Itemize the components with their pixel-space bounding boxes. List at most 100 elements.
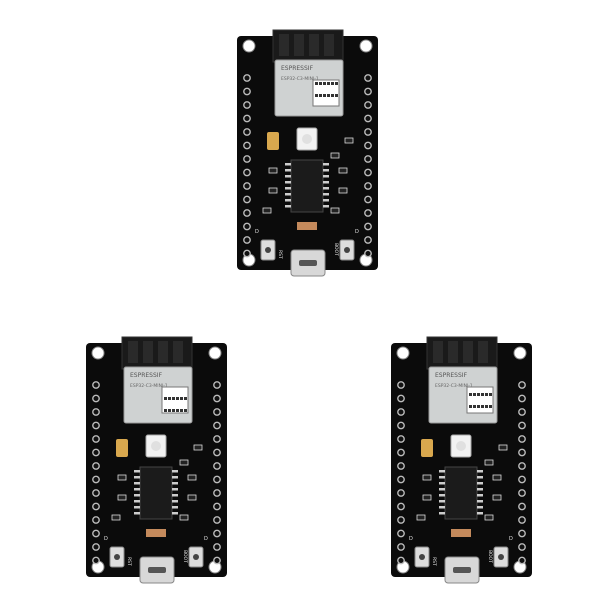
- chip-pin: [172, 494, 178, 497]
- mounting-hole: [359, 39, 373, 53]
- mounting-hole: [208, 346, 222, 360]
- usb-uart-chip: [139, 466, 173, 520]
- micro-usb-opening: [453, 567, 471, 573]
- resistor: [146, 529, 166, 537]
- rst-button-knob: [419, 554, 425, 560]
- chip-pin: [477, 470, 483, 473]
- chip-pin: [323, 181, 329, 184]
- chip-pin: [323, 205, 329, 208]
- pin-left: [92, 475, 100, 484]
- smd-component: [262, 207, 272, 214]
- chip-pin: [134, 482, 140, 485]
- pin-left: [243, 114, 251, 123]
- chip-pin: [439, 482, 445, 485]
- pin-left: [397, 516, 405, 524]
- rst-label: RST: [431, 557, 437, 566]
- pin-left: [243, 168, 251, 177]
- pin-right: [213, 529, 221, 538]
- pin-right: [213, 556, 221, 565]
- module-qr-code: [466, 386, 494, 414]
- chip-pin: [285, 199, 291, 202]
- pin-left: [397, 502, 405, 511]
- pin-left: [92, 502, 100, 511]
- pin-left: [92, 516, 100, 524]
- module-qr-code: [312, 79, 340, 107]
- pin-right: [213, 381, 221, 389]
- chip-pin: [439, 512, 445, 515]
- marker-right: D: [509, 536, 513, 542]
- resistor: [451, 529, 471, 537]
- pin-right: [364, 249, 372, 258]
- marker-right: D: [204, 536, 208, 542]
- antenna-rib: [294, 34, 304, 56]
- pin-right: [518, 543, 526, 551]
- led-lens: [151, 441, 161, 451]
- smd-component: [187, 494, 197, 501]
- pin-left: [243, 222, 251, 231]
- boot-label: BOOT: [333, 243, 339, 256]
- resistor: [297, 222, 317, 230]
- chip-pin: [477, 494, 483, 497]
- chip-pin: [323, 193, 329, 196]
- chip-pin: [285, 205, 291, 208]
- smd-component: [422, 474, 432, 481]
- smd-component: [492, 474, 502, 481]
- pin-right: [364, 168, 372, 177]
- smd-component: [187, 474, 197, 481]
- antenna-rib: [324, 34, 334, 56]
- chip-pin: [172, 476, 178, 479]
- chip-pin: [285, 193, 291, 196]
- smd-component: [344, 137, 354, 144]
- chip-pin: [477, 476, 483, 479]
- chip-pin: [439, 500, 445, 503]
- pin-left: [243, 209, 251, 217]
- pin-left: [397, 394, 405, 403]
- antenna-rib: [433, 341, 443, 363]
- pin-left: [397, 489, 405, 497]
- pin-left: [243, 236, 251, 244]
- module-brand-label: ESPRESSIF: [281, 65, 314, 72]
- pin-right: [213, 394, 221, 403]
- pin-right: [364, 236, 372, 244]
- pin-right: [364, 114, 372, 123]
- smd-component: [179, 459, 189, 466]
- smd-component: [338, 167, 348, 174]
- usb-uart-chip: [290, 159, 324, 213]
- smd-component: [484, 514, 494, 521]
- boot-label: BOOT: [182, 550, 188, 563]
- pin-right: [518, 529, 526, 538]
- pin-right: [518, 556, 526, 565]
- pin-right: [518, 475, 526, 484]
- smd-component: [492, 494, 502, 501]
- rst-label: RST: [277, 250, 283, 259]
- rst-button-knob: [114, 554, 120, 560]
- chip-pin: [477, 512, 483, 515]
- antenna-rib: [143, 341, 153, 363]
- chip-pin: [477, 488, 483, 491]
- antenna-rib: [128, 341, 138, 363]
- pin-left: [243, 101, 251, 109]
- mounting-hole: [513, 346, 527, 360]
- pin-right: [518, 435, 526, 443]
- chip-pin: [172, 470, 178, 473]
- smd-component: [193, 444, 203, 451]
- pin-left: [397, 448, 405, 457]
- pin-left: [243, 74, 251, 82]
- pin-right: [518, 516, 526, 524]
- pin-left: [397, 543, 405, 551]
- chip-pin: [172, 482, 178, 485]
- capacitor: [421, 439, 433, 457]
- pin-right: [213, 489, 221, 497]
- chip-pin: [285, 163, 291, 166]
- antenna-rib: [279, 34, 289, 56]
- smd-component: [498, 444, 508, 451]
- pin-right: [364, 155, 372, 163]
- smd-component: [117, 494, 127, 501]
- pin-left: [397, 408, 405, 416]
- antenna-rib: [173, 341, 183, 363]
- pin-left: [397, 556, 405, 565]
